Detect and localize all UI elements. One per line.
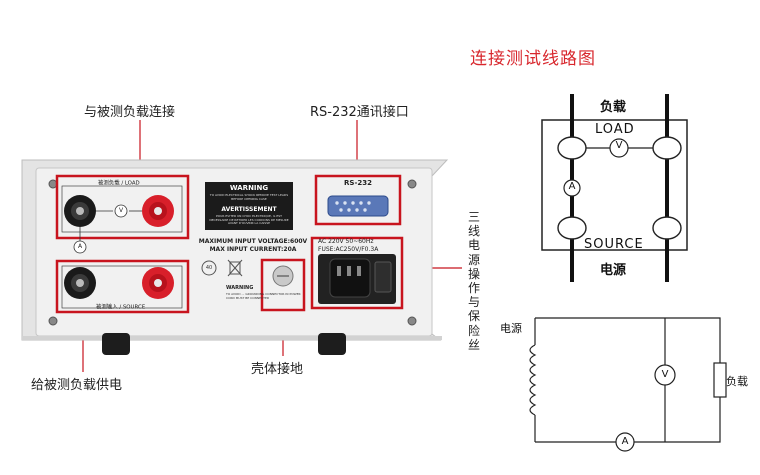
- wiring-source-cn: 电源: [600, 263, 627, 278]
- max-input-current: MAX INPUT CURRENT:20A: [209, 246, 297, 253]
- warning-sticker-title: WARNING: [229, 184, 269, 192]
- load-volt-meter-symbol: V: [118, 207, 124, 214]
- badge-40: 40: [205, 265, 213, 271]
- ground-warning-text: TO AVOID ... GROUNDING CONNECTOR IN POWE…: [226, 292, 301, 300]
- ground-warning-title: WARNING: [226, 285, 254, 291]
- fuse-rating-label: FUSE:AC250V/F0.3A: [318, 246, 379, 253]
- callout-rs232: RS-232通讯接口: [310, 105, 409, 120]
- max-input-voltage: MAXIMUM INPUT VOLTAGE:600V: [198, 238, 308, 245]
- schematic-load-label: 负载: [726, 375, 748, 388]
- avertissement-title: AVERTISSEMENT: [221, 206, 277, 213]
- page-title: 连接测试线路图: [470, 49, 596, 69]
- load-group-label: 被测负载 / LOAD: [98, 179, 140, 187]
- wiring-load-en: LOAD: [595, 122, 635, 137]
- avertissement-text: POUR EVITER UN CHOC ELECTRIQUE, IL EST N…: [209, 214, 289, 226]
- source-group-label: 被测输入 / SOURCE: [96, 303, 146, 311]
- schematic-volt-meter: V: [661, 369, 669, 380]
- warning-sticker-text: TO AVOID ELECTRICAL SHOCK REMOVE TEST LE…: [209, 193, 289, 201]
- callout-chassis-ground: 壳体接地: [251, 362, 304, 377]
- schematic-amp-meter: A: [621, 436, 629, 447]
- wiring-load-cn: 负载: [600, 100, 627, 115]
- wiring-source-en: SOURCE: [584, 237, 644, 252]
- wiring-path-diagram: [541, 94, 688, 282]
- rs232-port-label: RS-232: [344, 179, 372, 187]
- ac-rating-label: AC 220V 50~60Hz: [318, 238, 374, 245]
- callout-load-connect: 与被测负载连接: [84, 105, 176, 120]
- schematic-source-label: 电源: [500, 322, 522, 335]
- callout-supply-power: 给被测负载供电: [31, 378, 123, 393]
- load-amp-meter-symbol: A: [77, 243, 83, 250]
- circuit-schematic: [529, 317, 727, 452]
- wiring-amp-meter: A: [568, 181, 576, 192]
- wiring-volt-meter: V: [615, 140, 623, 151]
- callout-power-fuse: 三线电源操作与保险丝: [467, 210, 480, 352]
